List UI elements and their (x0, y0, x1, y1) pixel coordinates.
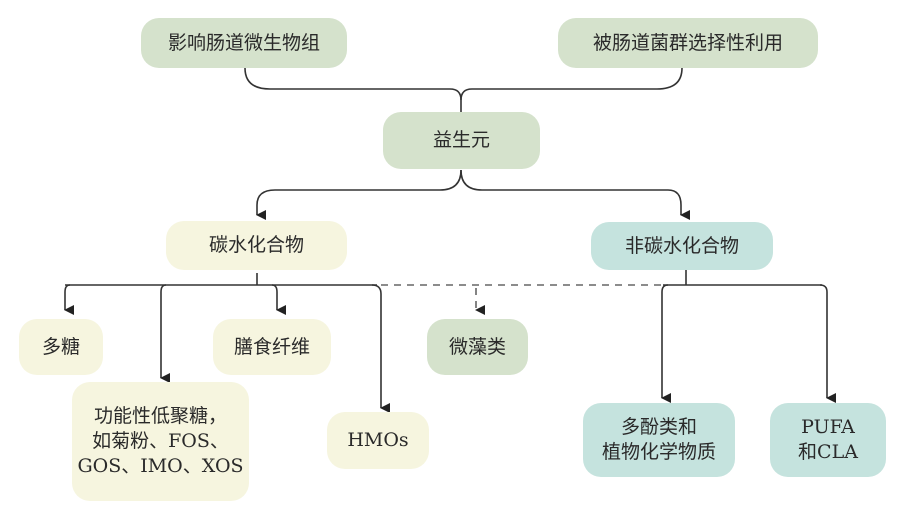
node-non-carbohydrates: 非碳水化合物 (591, 222, 773, 270)
node-affects-microbiome: 影响肠道微生物组 (141, 18, 347, 68)
node-pufa-cla: PUFA 和CLA (770, 403, 886, 477)
link-center-carb (256, 169, 462, 220)
node-microalgae: 微藻类 (427, 319, 528, 375)
node-polyphenols: 多酚类和 植物化学物质 (583, 403, 735, 477)
link-carb-polysaccharides (64, 284, 74, 315)
link-topleft-center (244, 67, 462, 112)
link-noncarb-pufa (819, 284, 836, 403)
node-hmos: HMOs (327, 412, 429, 469)
link-carb-fiber (271, 284, 286, 315)
node-oligosaccharides: 功能性低聚糖， 如菊粉、FOS、 GOS、IMO、XOS (72, 382, 249, 501)
node-prebiotics: 益生元 (383, 112, 540, 169)
link-carb-oligosaccharides (160, 284, 170, 383)
node-dietary-fiber: 膳食纤维 (213, 319, 331, 375)
link-topright-center (460, 67, 683, 101)
node-carbohydrates: 碳水化合物 (166, 221, 347, 270)
link-carb-hmos (371, 284, 390, 413)
node-selectively-utilized: 被肠道菌群选择性利用 (558, 18, 818, 68)
node-polysaccharides: 多糖 (19, 319, 103, 375)
link-center-noncarb (460, 169, 690, 220)
link-noncarb-polyphenols (661, 284, 671, 403)
